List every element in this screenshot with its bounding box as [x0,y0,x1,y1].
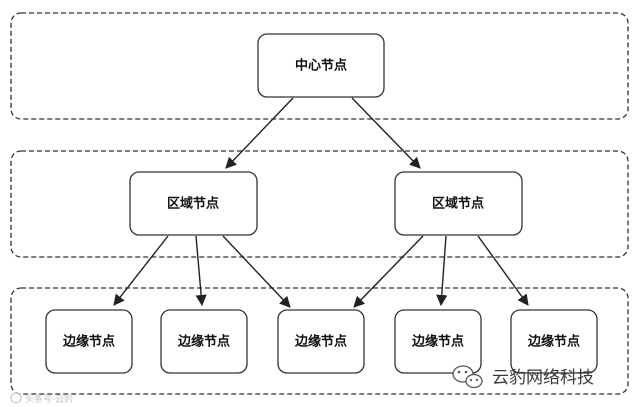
arrow-region-2-to-edge-4 [436,235,448,307]
arrow-region-1-to-edge-1 [113,235,169,306]
wechat-icon [452,365,483,389]
edge-tier-group [10,287,629,395]
center-node: 中心节点 [257,33,385,98]
footer-brand-name: 云豹网络科技 [492,368,594,388]
edge-node: 边缘节点 [510,309,598,374]
edge-node-label: 边缘节点 [527,334,580,350]
arrow-region-2-to-edge-5 [477,235,529,306]
edge-node-label: 边缘节点 [294,334,347,350]
center-node-label: 中心节点 [295,58,347,74]
region-node: 区域节点 [394,171,523,236]
arrow-region-1-to-edge-3 [222,235,291,308]
edge-node-label: 边缘节点 [177,334,230,350]
watermark-text: 头条号·云豹 [25,393,73,405]
edge-node-label: 边缘节点 [62,334,115,350]
center-tier-group [10,12,629,120]
watermark-icon [10,392,22,404]
region-node-label: 区域节点 [167,196,219,212]
arrow-region-2-to-edge-3 [353,235,424,308]
arrow-center-to-region-1 [225,97,294,169]
arrow-region-1-to-edge-2 [195,235,207,307]
edge-node: 边缘节点 [45,309,133,374]
edge-node-label: 边缘节点 [411,334,464,350]
connector-layer [113,97,529,308]
region-tier-group [10,150,629,258]
edge-node: 边缘节点 [160,309,248,374]
footer-brand: 云豹网络科技 [452,365,594,389]
edge-node: 边缘节点 [277,309,365,374]
region-node: 区域节点 [129,171,258,236]
region-node-label: 区域节点 [432,196,484,212]
watermark: 头条号·云豹 [10,392,73,405]
edge-node: 边缘节点 [394,309,482,374]
arrow-center-to-region-2 [351,97,421,169]
